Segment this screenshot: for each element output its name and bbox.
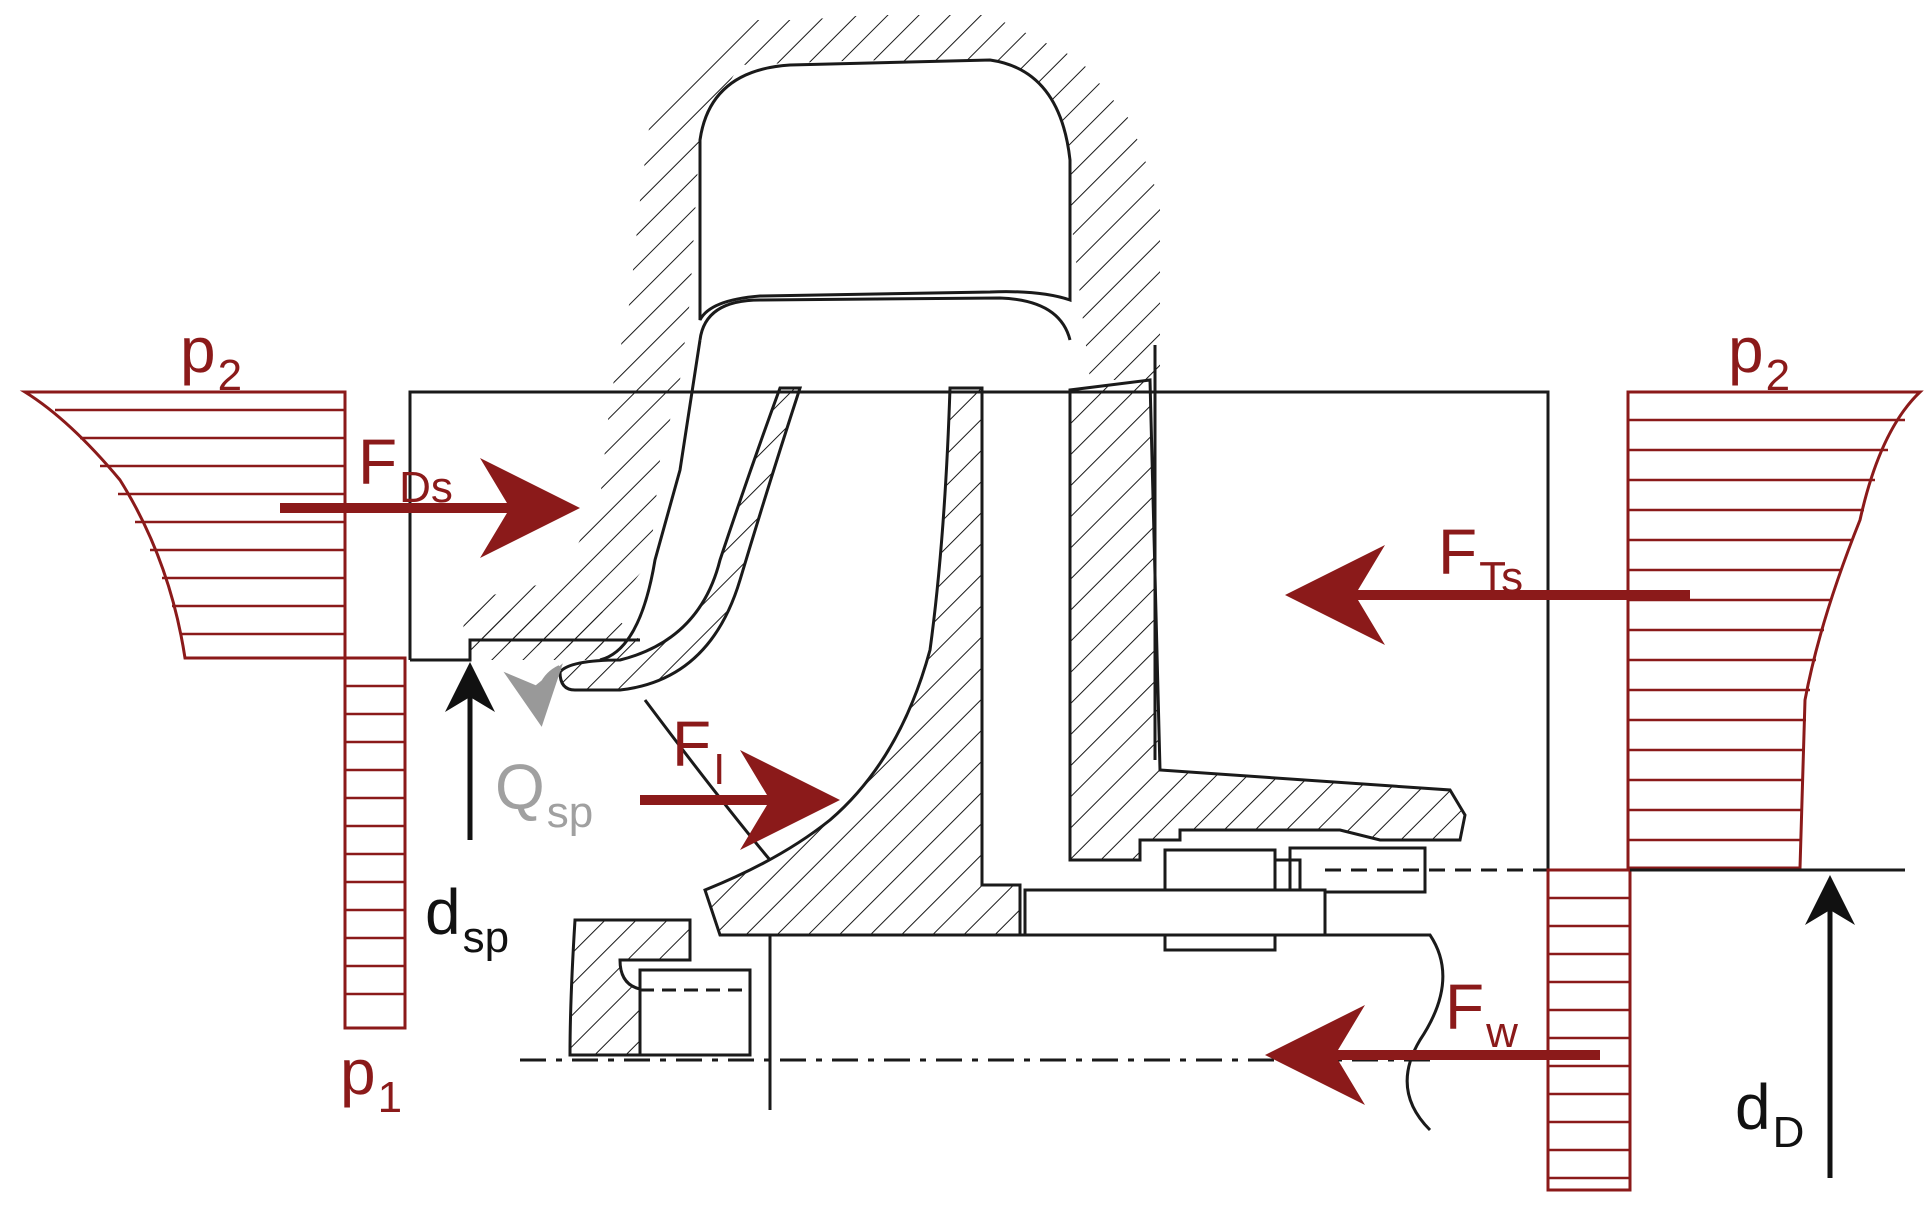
pressure-p1-right: [1546, 868, 1905, 1192]
pressure-p1: [343, 656, 407, 1030]
pressure-p2-left: [19, 390, 347, 660]
label-Fw: Fw: [1445, 971, 1518, 1057]
arrow-Qsp: [503, 663, 563, 727]
volute-chamber: [599, 58, 1072, 662]
mechanical-seal: [1023, 846, 1900, 952]
label-dD: dD: [1735, 1071, 1805, 1157]
label-p1: p1: [340, 1036, 403, 1122]
label-dsp: dsp: [425, 876, 510, 962]
wear-ring-area: [410, 610, 640, 662]
back-cover: [1068, 378, 1467, 862]
label-p2-left: p2: [180, 314, 243, 400]
casing-hatch: [460, 15, 1160, 650]
pressure-p2-right: [1626, 390, 1924, 870]
force-arrows: [280, 458, 1855, 1178]
label-Qsp: Qsp: [495, 751, 594, 837]
label-FDs: FDs: [358, 426, 453, 512]
label-FI: FI: [672, 708, 726, 794]
shaft: [520, 918, 1445, 1132]
label-FTs: FTs: [1438, 516, 1524, 602]
impeller-hub: [643, 386, 1022, 937]
label-p2-right: p2: [1728, 314, 1791, 400]
